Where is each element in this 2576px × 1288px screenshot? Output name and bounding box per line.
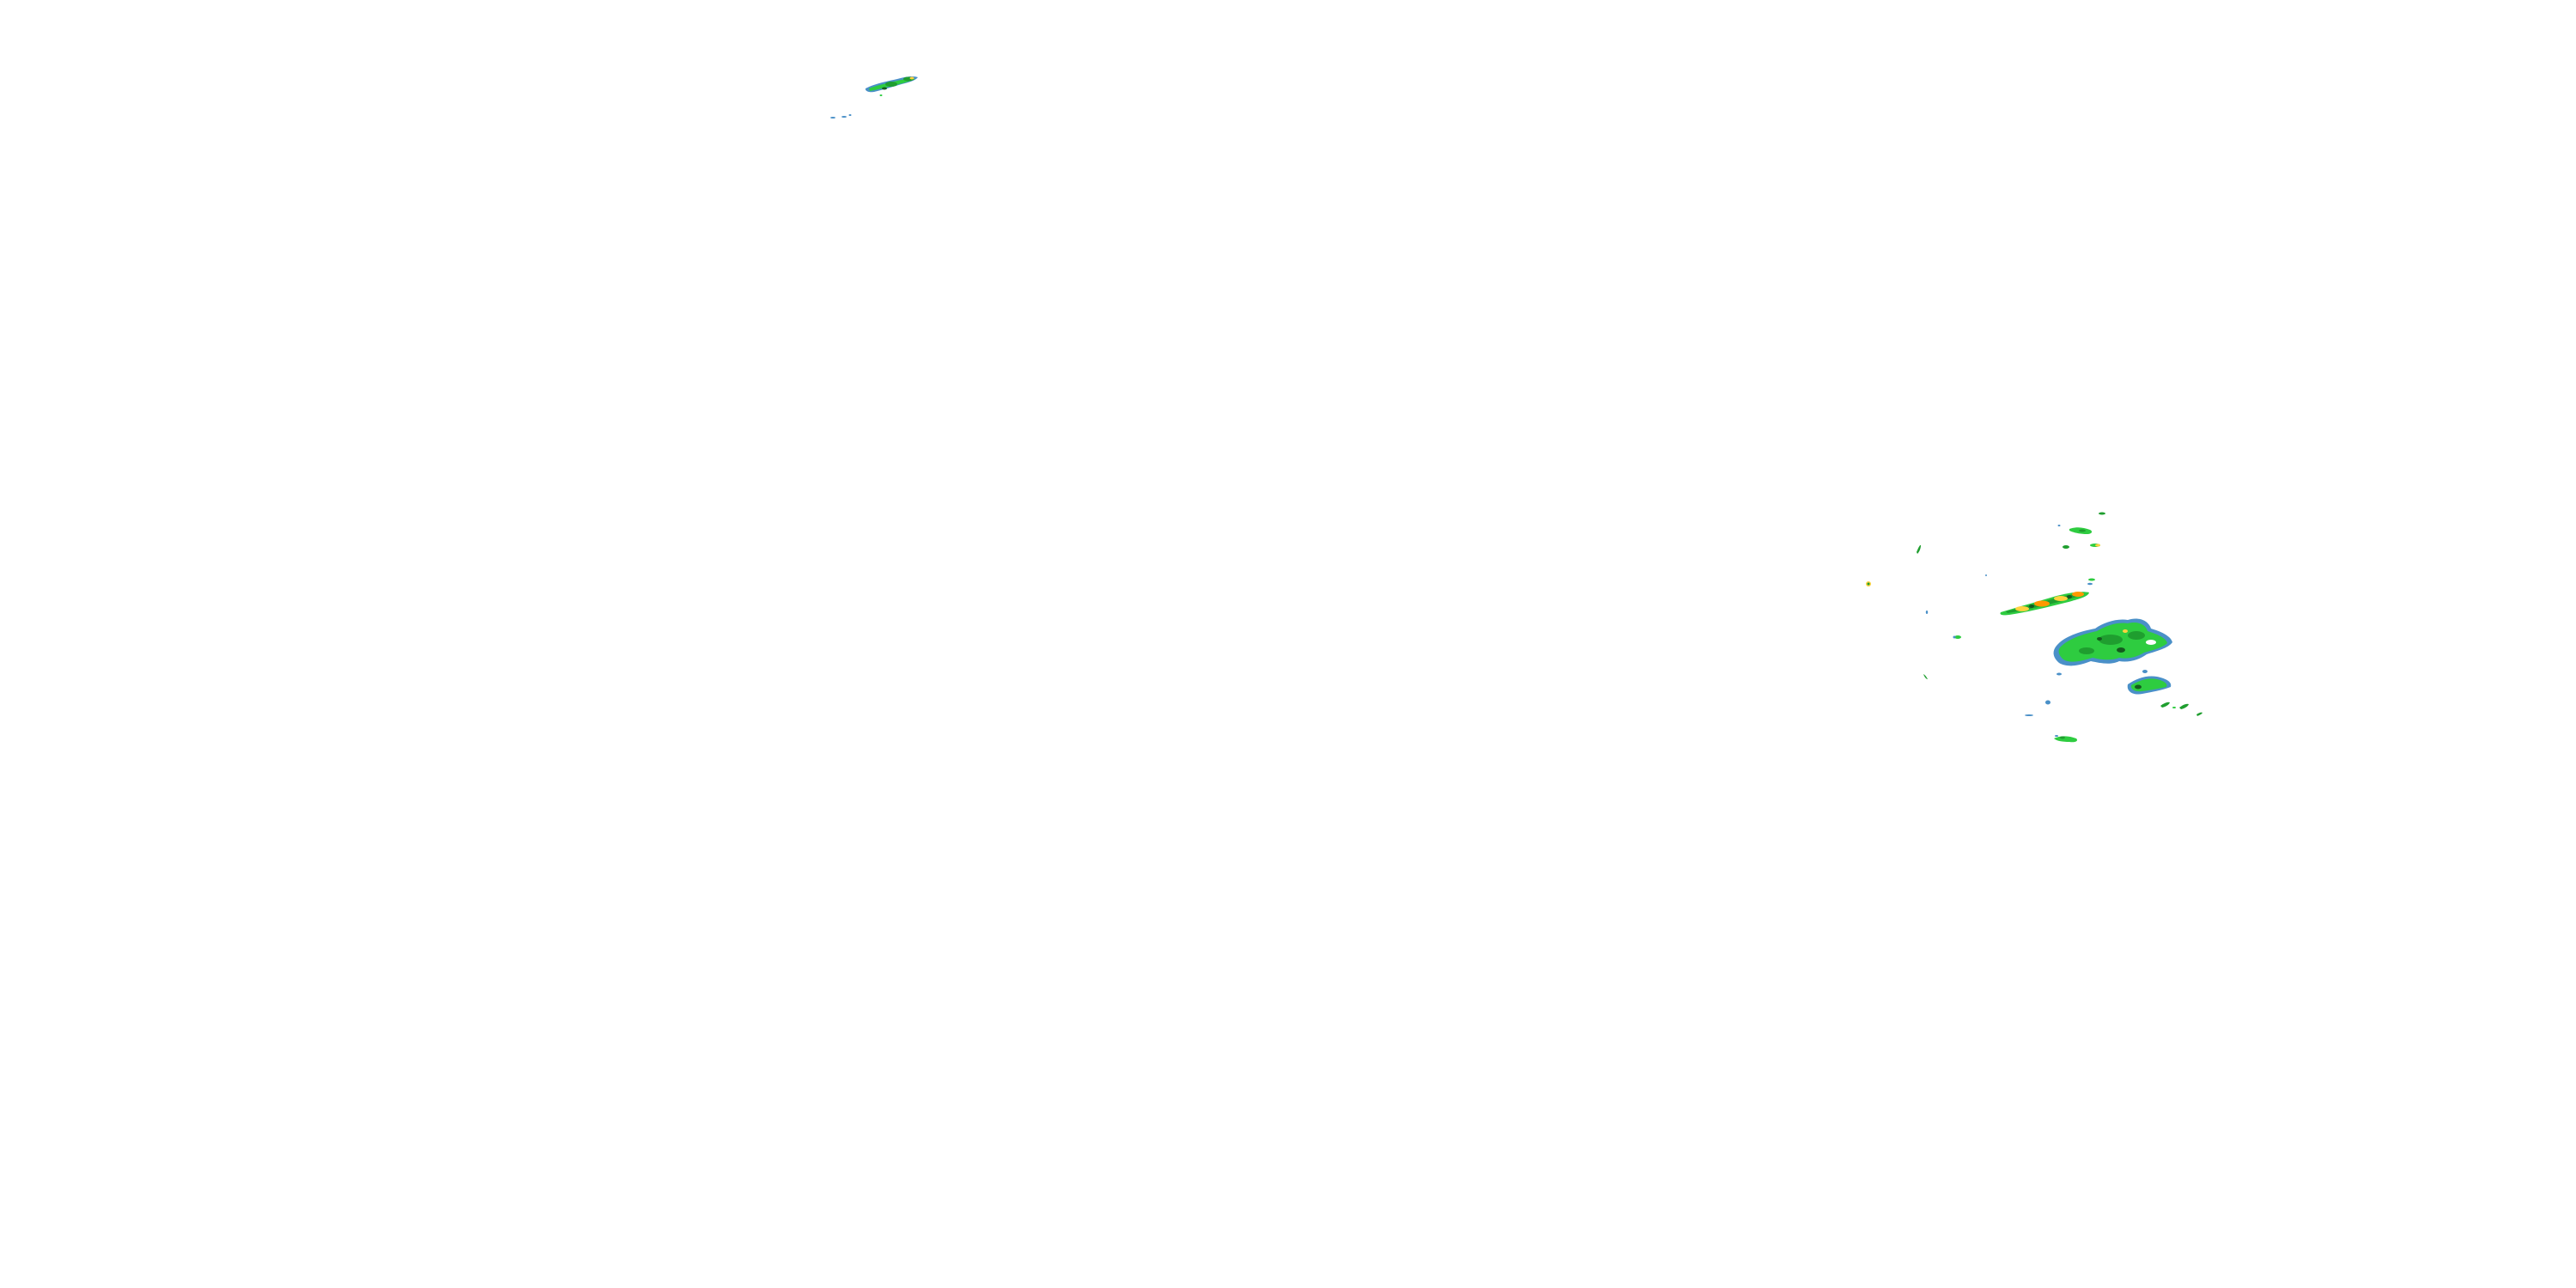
echo-cell [2063,545,2069,549]
echo-cell [2087,582,2093,586]
echo-core [2067,595,2072,598]
echo-core [2128,631,2145,640]
echo-speck [2025,714,2033,716]
echo-cluster-northwest [830,76,918,118]
echo-core [2072,592,2084,597]
echo-cell [882,87,887,90]
echo-cells-southeast [2054,702,2202,743]
echo-band-east [2000,592,2089,616]
echo-cells-scattered [1866,544,2062,716]
echo-cell [2179,703,2189,709]
echo-cell [1923,674,1928,679]
echo-cells-northeast [2057,512,2105,586]
echo-core [909,76,914,80]
echo-core [2079,529,2086,532]
echo-cell [1954,635,1961,639]
echo-core [2097,637,2102,641]
echo-cell [2160,702,2170,708]
echo-core [2034,600,2050,607]
echo-core [2117,647,2125,653]
echo-cell [2054,736,2078,743]
echo-core [2060,736,2065,739]
echo-speck [2045,700,2050,705]
echo-cell [1867,582,1870,586]
echo-cell [1953,635,1956,639]
echo-core [2079,647,2094,654]
echo-cluster-east-main [2053,618,2172,695]
echo-core [885,82,897,87]
echo-core [2015,606,2029,611]
echo-speck [2057,525,2061,526]
echo-speck [879,94,883,96]
echo-core [2054,596,2068,601]
echo-core [2123,629,2128,633]
echo-speck [848,114,852,116]
echo-speck [2142,670,2148,673]
echo-core [2135,684,2142,690]
echo-core [2095,544,2100,547]
echo-hole [2146,640,2156,645]
echo-cell [2099,512,2105,515]
echo-cell [2196,712,2202,716]
echo-speck [841,116,847,118]
echo-speck [830,117,835,118]
echo-speck [2055,735,2058,737]
echo-core [2099,635,2123,645]
echo-cell [1917,544,1921,554]
echo-speck [1985,574,1987,576]
echo-cell [2088,578,2095,581]
echo-speck [1925,611,1929,614]
echo-core [2029,605,2034,608]
echo-speck [2057,672,2062,676]
echo-speck [2172,707,2176,708]
